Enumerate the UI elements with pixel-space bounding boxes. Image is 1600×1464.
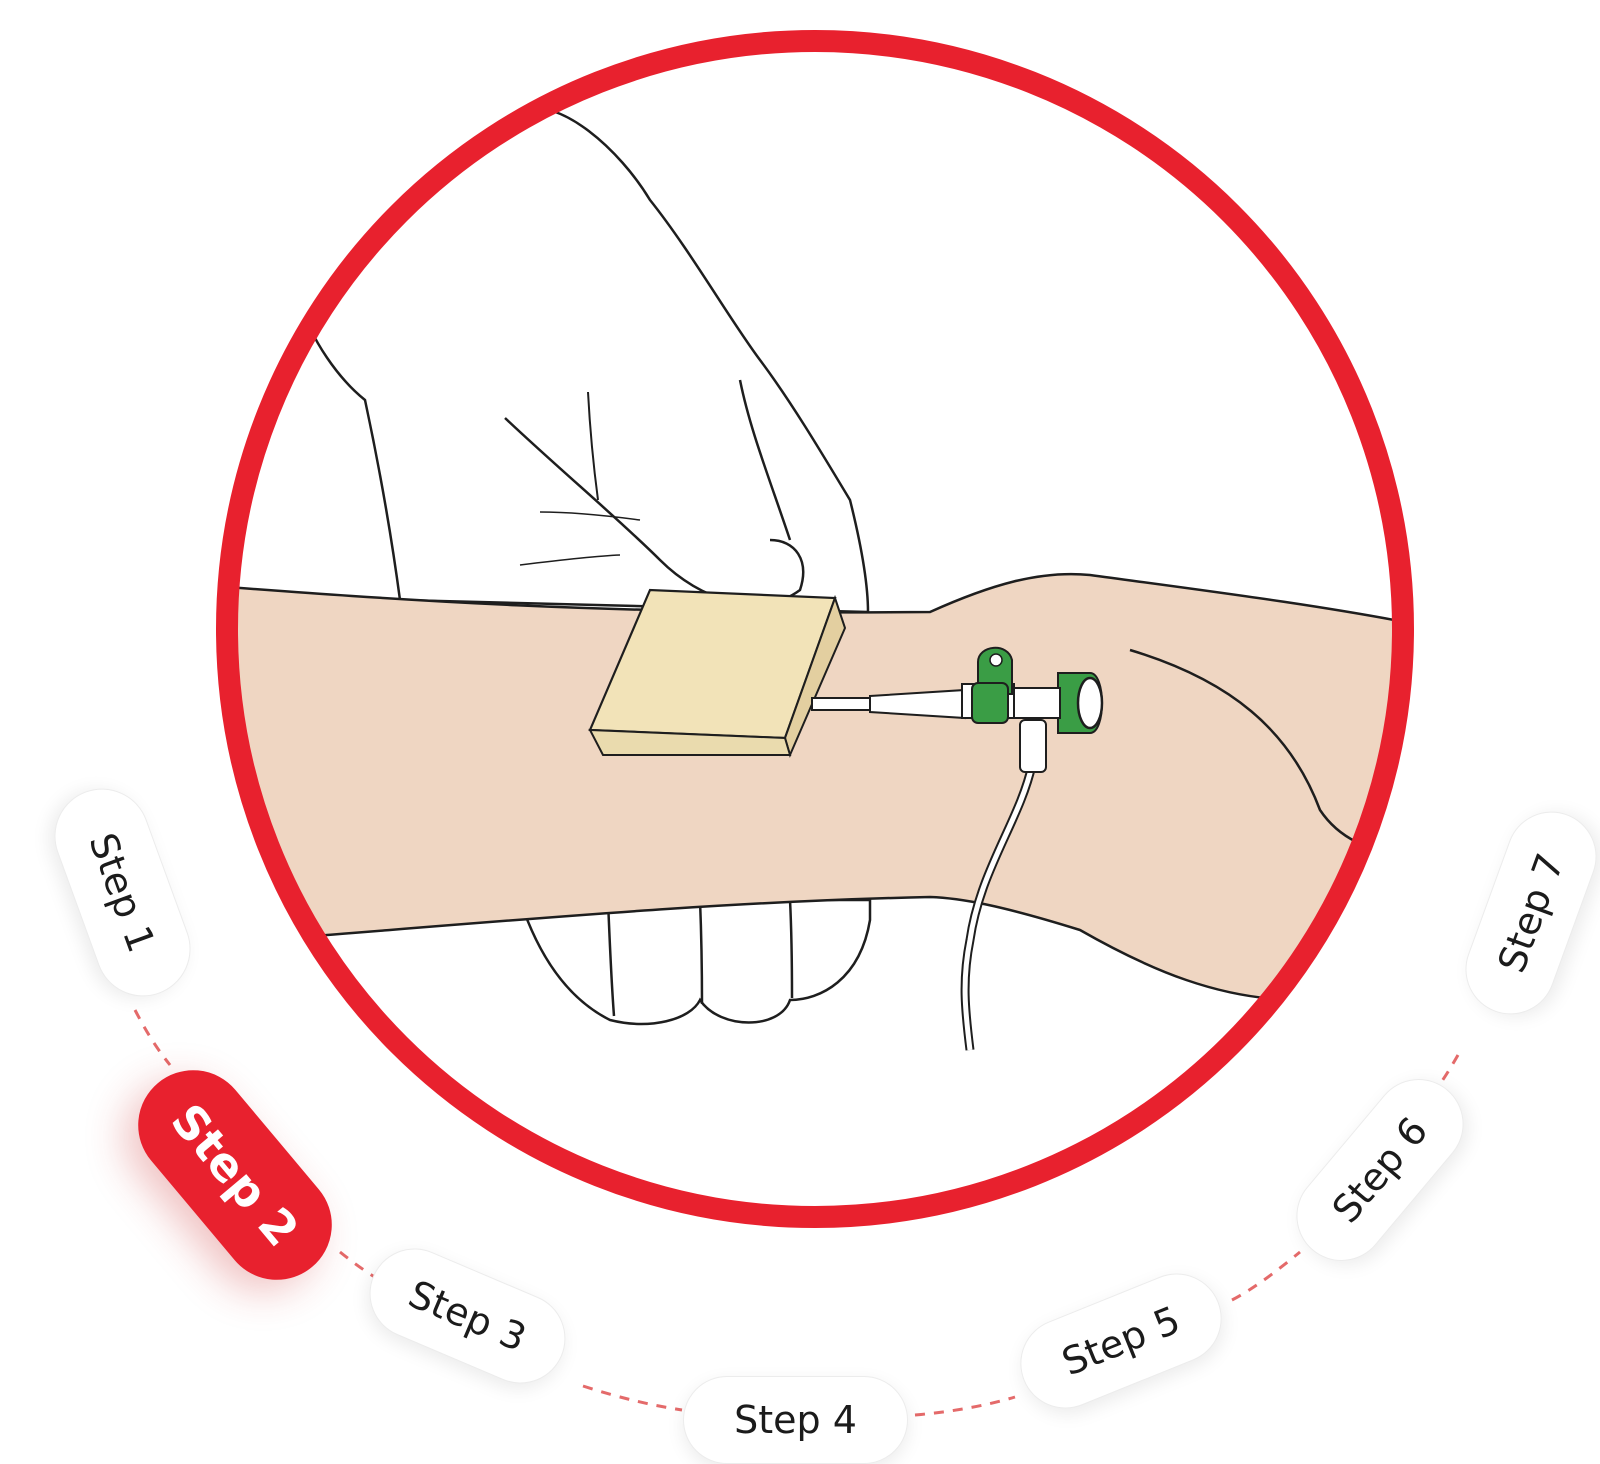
illustration-ring bbox=[216, 30, 1414, 1228]
glove-crease-line bbox=[587, 391, 599, 501]
cannula-wing-hole bbox=[989, 653, 1003, 667]
glove-finger-divider bbox=[606, 899, 616, 1017]
connector-line bbox=[133, 1009, 172, 1066]
iv-tubing-inner bbox=[962, 764, 1035, 1051]
cannula-connector-neck bbox=[1013, 687, 1061, 719]
connector-line bbox=[914, 1395, 1016, 1417]
connector-line bbox=[339, 1250, 389, 1287]
iv-connector bbox=[1019, 719, 1047, 773]
glove-finger-line bbox=[738, 379, 792, 541]
connector-line bbox=[582, 1384, 683, 1412]
cannula-port bbox=[971, 682, 1009, 724]
cannula-hub-cap bbox=[1076, 676, 1104, 730]
glove-finger-divider bbox=[698, 899, 704, 1005]
connector-line bbox=[1231, 1250, 1301, 1302]
glove-crease-line bbox=[539, 511, 641, 521]
step-4-pill[interactable]: Step 4 bbox=[683, 1376, 908, 1464]
glove-fingers-lower bbox=[518, 898, 872, 1026]
glove-crease-line bbox=[519, 554, 621, 566]
gauze-pad-front bbox=[588, 728, 792, 756]
glove-finger-divider bbox=[788, 899, 794, 999]
